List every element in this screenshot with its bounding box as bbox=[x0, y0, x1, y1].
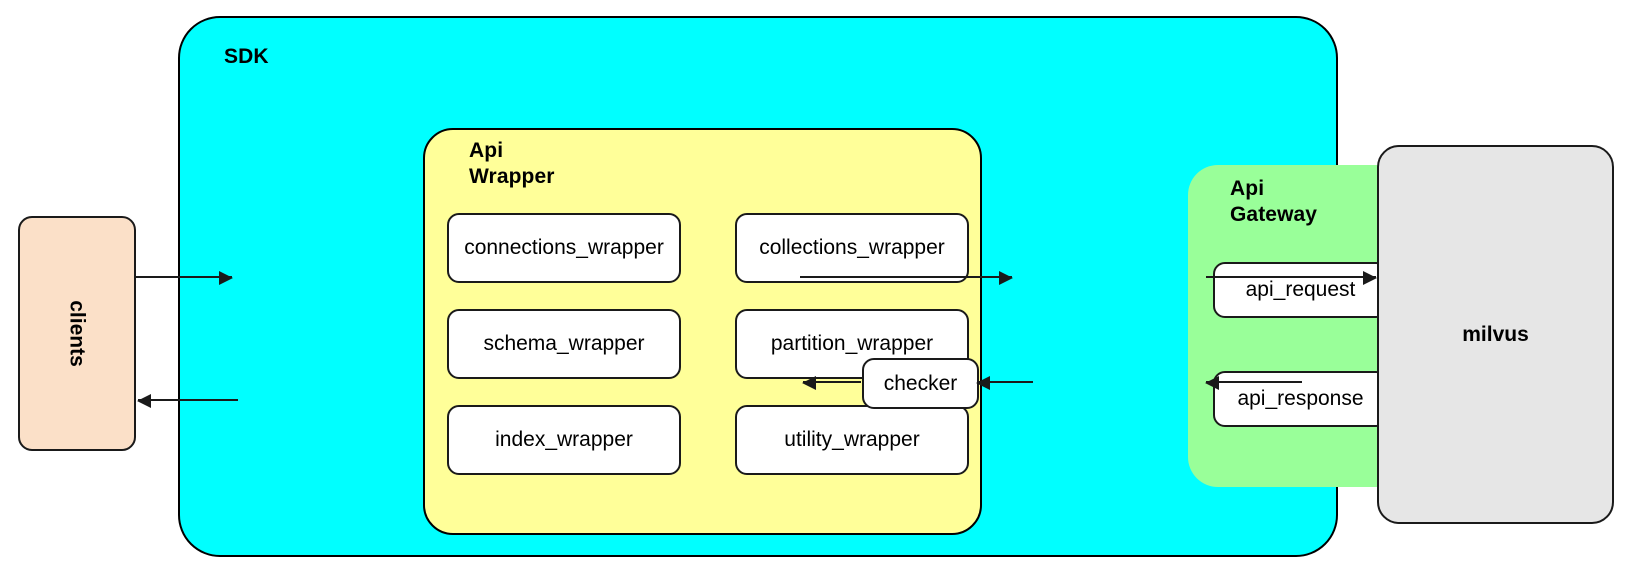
clients-box[interactable]: clients bbox=[18, 216, 136, 451]
node-api-request[interactable]: api_request bbox=[1213, 262, 1388, 318]
node-api-response[interactable]: api_response bbox=[1213, 371, 1388, 427]
arrow-api-wrapper-to-api-gateway bbox=[800, 271, 1013, 285]
arrow-api-wrapper-to-clients bbox=[137, 394, 238, 408]
arrow-api-request-to-milvus bbox=[1206, 271, 1377, 285]
sdk-container[interactable]: SDK Api Wrapper connections_wrapper coll… bbox=[178, 16, 1417, 557]
node-schema-wrapper[interactable]: schema_wrapper bbox=[447, 309, 681, 379]
clients-label: clients bbox=[66, 300, 89, 367]
node-partition-wrapper[interactable]: partition_wrapper bbox=[735, 309, 969, 379]
milvus-box[interactable]: milvus bbox=[1377, 145, 1614, 524]
arrow-api-response-to-checker bbox=[976, 376, 1033, 390]
arrow-clients-to-api-wrapper bbox=[135, 271, 233, 285]
node-connections-wrapper[interactable]: connections_wrapper bbox=[447, 213, 681, 283]
api-wrapper-container[interactable]: Api Wrapper connections_wrapper collecti… bbox=[423, 128, 982, 535]
node-collections-wrapper[interactable]: collections_wrapper bbox=[735, 213, 969, 283]
node-checker[interactable]: checker bbox=[862, 358, 979, 409]
milvus-label: milvus bbox=[1462, 322, 1529, 346]
api-gateway-title: Api Gateway bbox=[1230, 177, 1318, 226]
node-index-wrapper[interactable]: index_wrapper bbox=[447, 405, 681, 475]
node-utility-wrapper[interactable]: utility_wrapper bbox=[735, 405, 969, 475]
arrow-milvus-to-api-response bbox=[1205, 376, 1302, 390]
sdk-title: SDK bbox=[224, 45, 269, 68]
api-wrapper-title: Api Wrapper bbox=[469, 139, 555, 188]
arrow-checker-to-api-wrapper bbox=[802, 376, 861, 390]
